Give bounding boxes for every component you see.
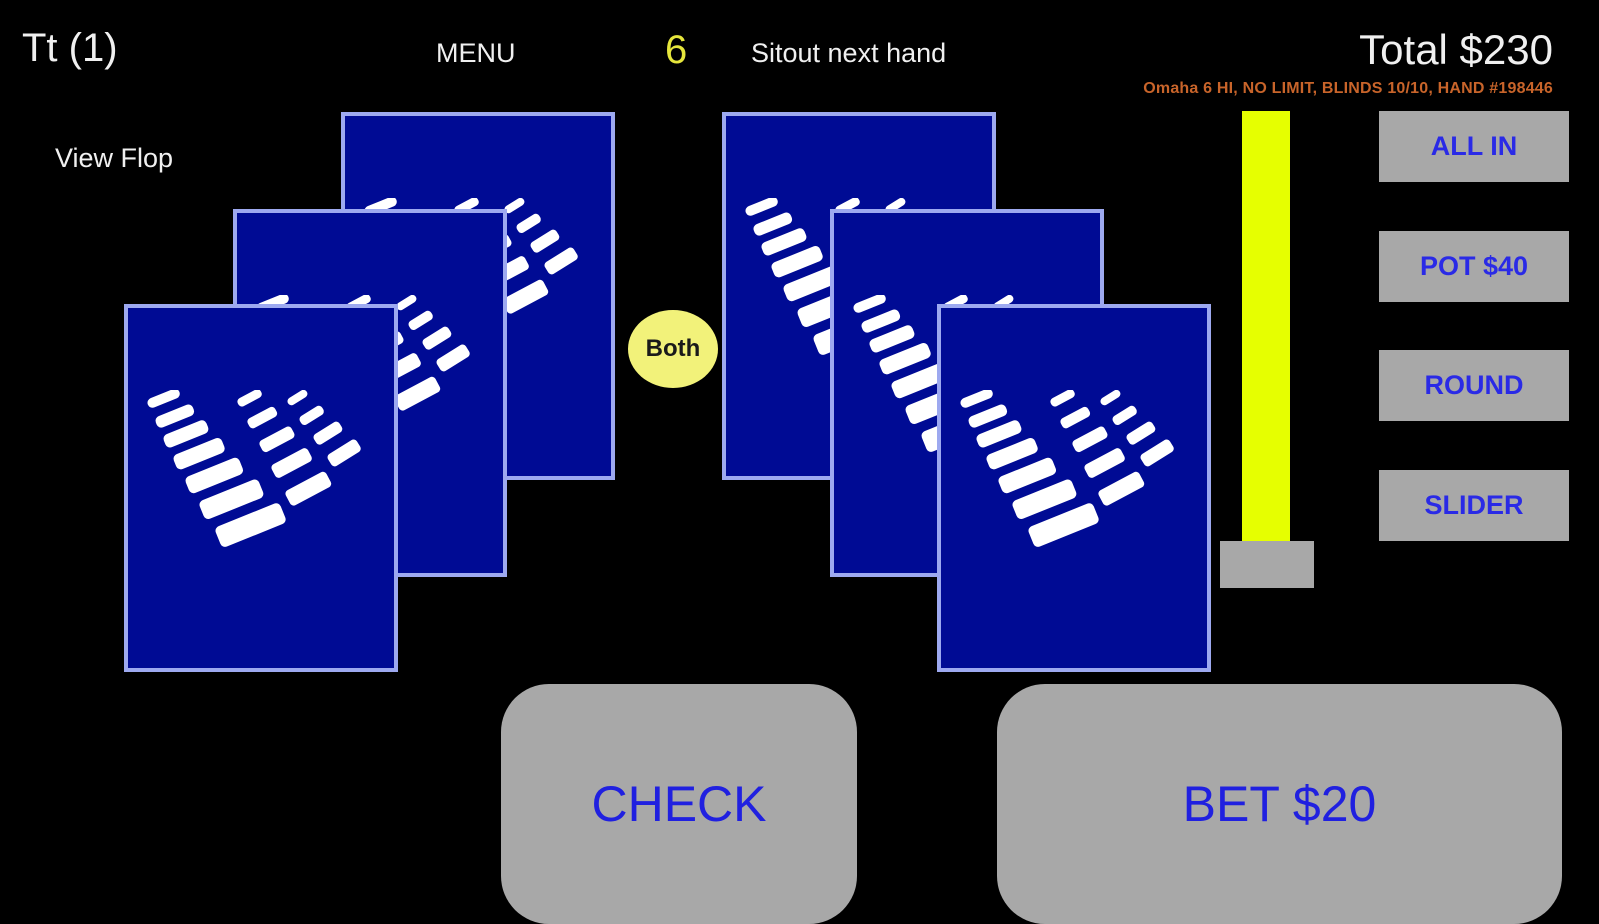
both-button[interactable]: Both bbox=[628, 310, 718, 388]
card-back[interactable] bbox=[124, 304, 398, 672]
bet-button[interactable]: BET $20 bbox=[997, 684, 1562, 924]
check-button[interactable]: CHECK bbox=[501, 684, 857, 924]
player-name: Tt (1) bbox=[22, 26, 118, 70]
sitout-next-hand-button[interactable]: Sitout next hand bbox=[751, 38, 947, 68]
view-flop-button[interactable]: View Flop bbox=[55, 143, 174, 173]
slider-button[interactable]: SLIDER bbox=[1379, 470, 1569, 541]
seat-count: 6 bbox=[665, 28, 688, 72]
bet-slider-handle[interactable] bbox=[1220, 541, 1314, 588]
round-button[interactable]: ROUND bbox=[1379, 350, 1569, 421]
card-back[interactable] bbox=[937, 304, 1211, 672]
card-logo-icon bbox=[960, 390, 1174, 547]
card-logo-icon bbox=[147, 390, 361, 547]
pot-button[interactable]: POT $40 bbox=[1379, 231, 1569, 302]
bet-slider-track[interactable] bbox=[1242, 111, 1290, 541]
menu-button[interactable]: MENU bbox=[436, 38, 516, 68]
all-in-button[interactable]: ALL IN bbox=[1379, 111, 1569, 182]
game-info: Omaha 6 HI, NO LIMIT, BLINDS 10/10, HAND… bbox=[1143, 80, 1553, 97]
total-chips: Total $230 bbox=[1359, 26, 1553, 73]
